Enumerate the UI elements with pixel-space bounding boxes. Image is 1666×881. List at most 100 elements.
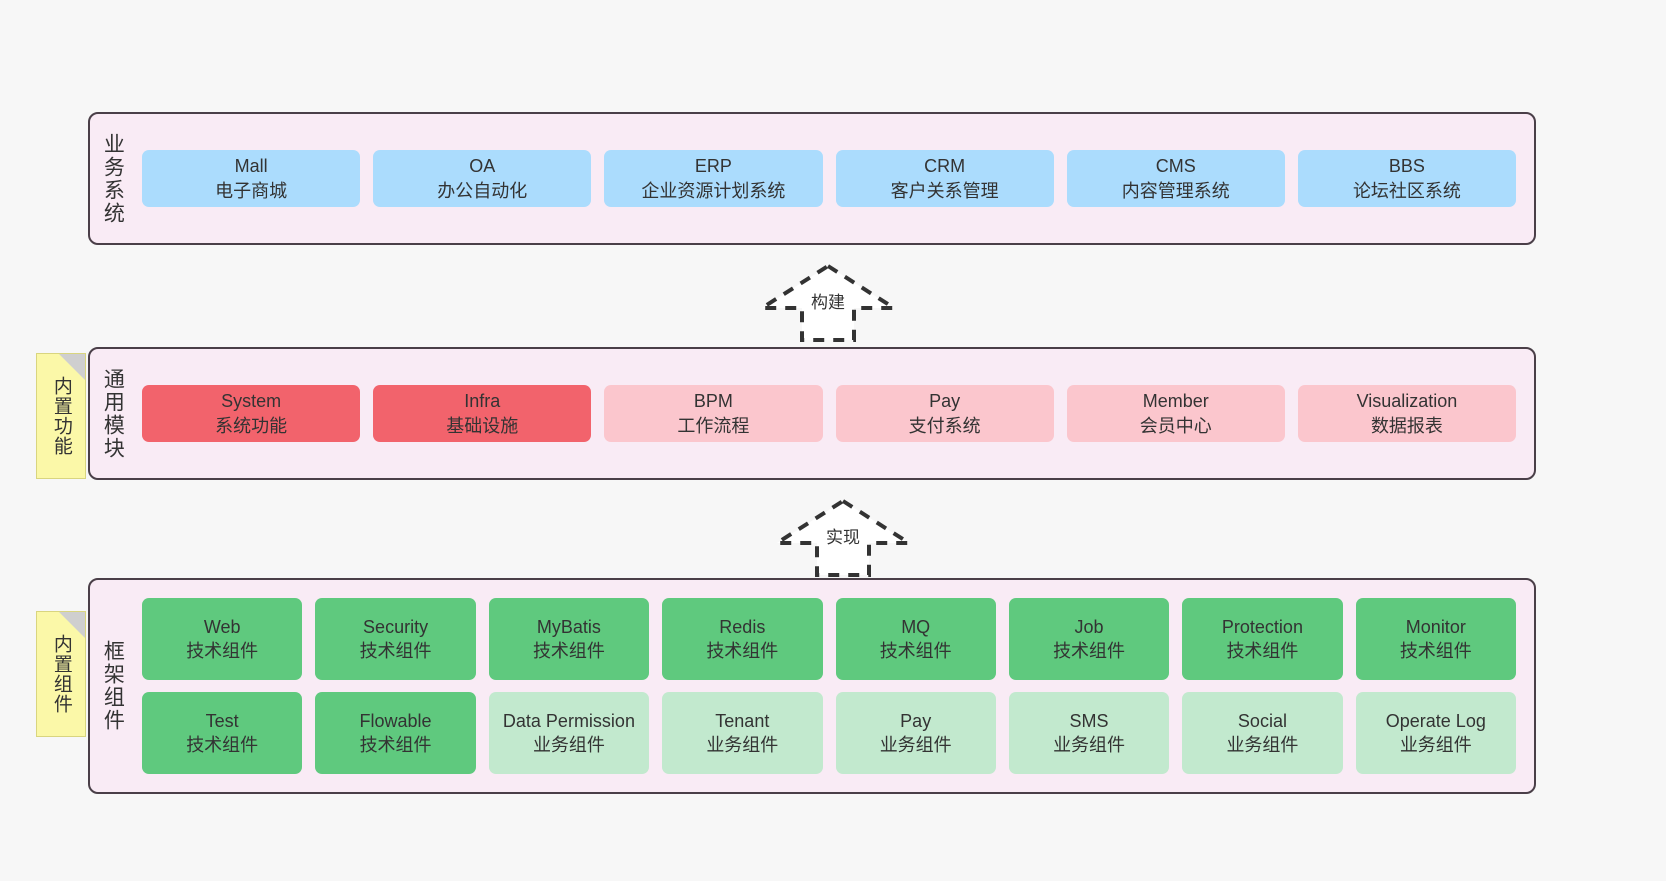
card-web[interactable]: Web 技术组件: [142, 598, 303, 680]
card-subtitle: 会员中心: [1139, 415, 1212, 436]
card-row: Test 技术组件 Flowable 技术组件 Data Permission …: [142, 692, 1516, 774]
card-cms[interactable]: CMS 内容管理系统: [1066, 150, 1285, 207]
card-subtitle: 业务组件: [532, 735, 605, 755]
card-pay[interactable]: Pay 支付系统: [835, 385, 1054, 442]
card-tenant[interactable]: Tenant 业务组件: [662, 692, 823, 774]
card-title: CRM: [924, 156, 966, 177]
layer-common-modules-body: System 系统功能 Infra 基础设施 BPM 工作流程 Pay 支付系统…: [134, 349, 1534, 478]
card-title: Operate Log: [1385, 710, 1486, 731]
card-title: Member: [1142, 391, 1209, 412]
card-title: Monitor: [1405, 616, 1466, 637]
card-system[interactable]: System 系统功能: [142, 385, 361, 442]
card-title: Mall: [234, 156, 268, 177]
note-builtin-features-label: 内置功能: [50, 376, 72, 456]
card-data-permission[interactable]: Data Permission 业务组件: [488, 692, 650, 774]
layer-framework-components-body: Web 技术组件 Security 技术组件 MyBatis 技术组件 Redi…: [134, 580, 1534, 792]
card-title: Data Permission: [502, 710, 635, 731]
card-title: MQ: [901, 616, 931, 637]
card-subtitle: 企业资源计划系统: [641, 180, 786, 201]
card-operate-log[interactable]: Operate Log 业务组件: [1355, 692, 1516, 774]
card-redis[interactable]: Redis 技术组件: [662, 598, 823, 680]
layer-common-modules-label: 通用模块: [101, 367, 125, 460]
card-subtitle: 业务组件: [706, 735, 779, 755]
card-subtitle: 技术组件: [186, 735, 259, 755]
card-subtitle: 办公自动化: [437, 180, 528, 201]
card-subtitle: 技术组件: [186, 641, 259, 661]
card-title: Tenant: [715, 710, 770, 731]
card-pay-business[interactable]: Pay 业务组件: [835, 692, 996, 774]
connector-implement: 实现: [770, 497, 916, 577]
layer-common-modules: 通用模块 System 系统功能 Infra 基础设施 BPM 工作流程 Pay: [88, 347, 1536, 480]
card-protection[interactable]: Protection 技术组件: [1182, 598, 1343, 680]
card-crm[interactable]: CRM 客户关系管理: [835, 150, 1054, 207]
card-subtitle: 技术组件: [359, 735, 432, 755]
card-title: MyBatis: [536, 616, 601, 637]
card-subtitle: 技术组件: [532, 641, 605, 661]
note-fold-icon: [59, 612, 85, 638]
card-row: Mall 电子商城 OA 办公自动化 ERP 企业资源计划系统 CRM 客户关系…: [142, 150, 1517, 207]
card-title: Security: [363, 616, 429, 637]
card-subtitle: 技术组件: [359, 641, 432, 661]
card-subtitle: 技术组件: [1226, 641, 1299, 661]
card-title: Infra: [464, 391, 501, 412]
card-title: Redis: [719, 616, 766, 637]
card-bpm[interactable]: BPM 工作流程: [604, 385, 823, 442]
layer-business-systems: 业务系统 Mall 电子商城 OA 办公自动化 ERP 企业资源计划系统 CRM: [88, 112, 1536, 245]
card-title: BBS: [1388, 156, 1425, 177]
card-subtitle: 内容管理系统: [1121, 180, 1230, 201]
connector-implement-label: 实现: [826, 528, 860, 547]
card-job[interactable]: Job 技术组件: [1008, 598, 1170, 680]
card-flowable[interactable]: Flowable 技术组件: [315, 692, 476, 774]
card-member[interactable]: Member 会员中心: [1066, 385, 1285, 442]
layer-framework-components-label: 框架组件: [101, 640, 125, 732]
card-subtitle: 支付系统: [908, 415, 981, 436]
card-title: Test: [205, 710, 239, 731]
card-test[interactable]: Test 技术组件: [142, 692, 303, 774]
card-title: ERP: [694, 156, 732, 177]
card-subtitle: 论坛社区系统: [1352, 180, 1461, 201]
card-sms[interactable]: SMS 业务组件: [1008, 692, 1170, 774]
build-arrow-icon: [755, 263, 901, 342]
card-title: Job: [1074, 616, 1104, 637]
card-subtitle: 工作流程: [677, 415, 750, 436]
note-builtin-features: 内置功能: [36, 353, 86, 479]
card-subtitle: 业务组件: [1399, 735, 1472, 755]
card-subtitle: 数据报表: [1370, 415, 1443, 436]
connector-build: 构建: [755, 262, 901, 342]
card-bbs[interactable]: BBS 论坛社区系统: [1297, 150, 1517, 207]
card-row: Web 技术组件 Security 技术组件 MyBatis 技术组件 Redi…: [142, 598, 1516, 680]
card-mq[interactable]: MQ 技术组件: [835, 598, 996, 680]
card-erp[interactable]: ERP 企业资源计划系统: [604, 150, 823, 207]
card-monitor[interactable]: Monitor 技术组件: [1355, 598, 1516, 680]
card-oa[interactable]: OA 办公自动化: [373, 150, 592, 207]
card-visualization[interactable]: Visualization 数据报表: [1297, 385, 1517, 442]
card-subtitle: 技术组件: [706, 641, 779, 661]
card-infra[interactable]: Infra 基础设施: [373, 385, 592, 442]
card-title: Pay: [929, 391, 961, 412]
implement-arrow-icon: [770, 498, 916, 577]
card-title: BPM: [693, 391, 733, 412]
card-subtitle: 业务组件: [1226, 735, 1299, 755]
card-title: SMS: [1069, 710, 1109, 731]
card-subtitle: 基础设施: [446, 415, 519, 436]
card-subtitle: 技术组件: [1399, 641, 1472, 661]
card-subtitle: 电子商城: [215, 180, 288, 201]
note-builtin-components-label: 内置组件: [50, 634, 72, 714]
card-subtitle: 客户关系管理: [890, 180, 999, 201]
card-mybatis[interactable]: MyBatis 技术组件: [488, 598, 650, 680]
card-title: Protection: [1221, 616, 1303, 637]
card-security[interactable]: Security 技术组件: [315, 598, 476, 680]
card-title: Flowable: [359, 710, 432, 731]
card-mall[interactable]: Mall 电子商城: [142, 150, 361, 207]
card-social[interactable]: Social 业务组件: [1182, 692, 1343, 774]
layer-business-systems-body: Mall 电子商城 OA 办公自动化 ERP 企业资源计划系统 CRM 客户关系…: [134, 114, 1534, 243]
card-title: System: [221, 391, 282, 412]
card-title: CMS: [1155, 156, 1196, 177]
card-subtitle: 业务组件: [879, 735, 952, 755]
card-subtitle: 系统功能: [215, 415, 288, 436]
layer-business-systems-label: 业务系统: [101, 132, 125, 225]
card-subtitle: 技术组件: [1053, 641, 1126, 661]
card-row: System 系统功能 Infra 基础设施 BPM 工作流程 Pay 支付系统…: [142, 385, 1517, 442]
note-builtin-components: 内置组件: [36, 611, 86, 737]
